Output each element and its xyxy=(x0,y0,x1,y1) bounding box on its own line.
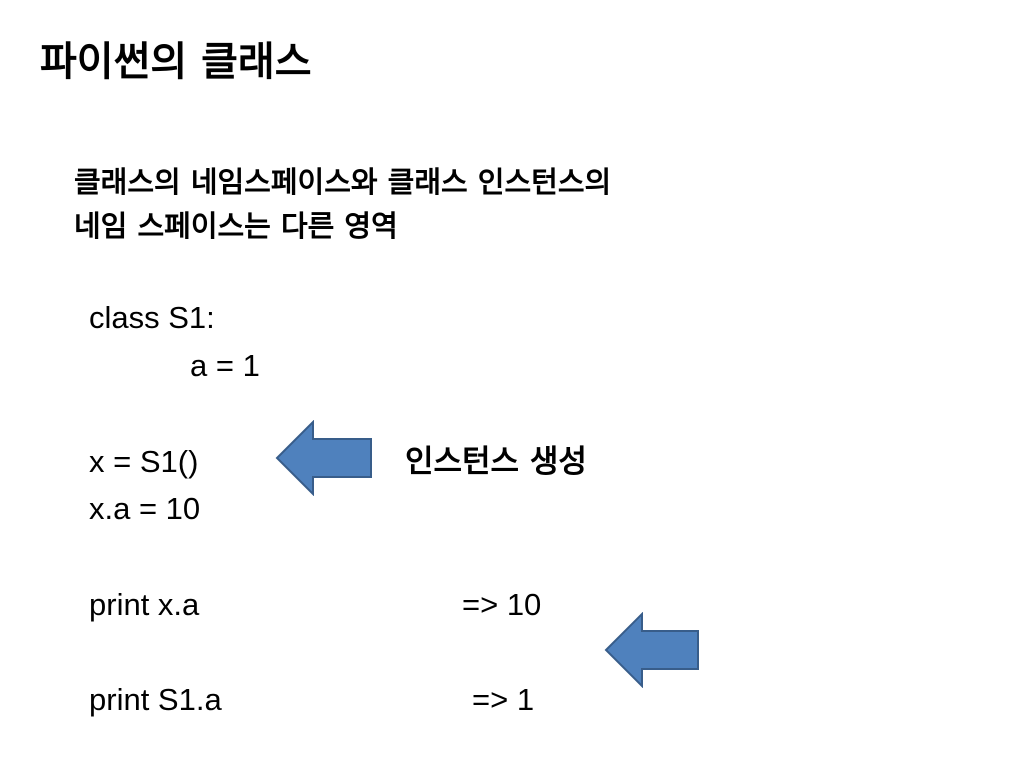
code-line-class-def: class S1: xyxy=(89,300,215,335)
code-line-print-class: print S1.a xyxy=(89,682,222,717)
code-line-print-instance: print x.a xyxy=(89,587,200,622)
code-line-set-attr: x.a = 10 xyxy=(89,491,201,526)
result-instance: => 10 xyxy=(462,587,542,622)
arrow-shape xyxy=(275,420,372,496)
left-arrow-icon xyxy=(275,420,372,496)
code-line-instantiate: x = S1() xyxy=(89,444,199,479)
code-line-assign-a: a = 1 xyxy=(190,348,260,383)
arrow-shape xyxy=(604,612,699,688)
slide-subtitle: 클래스의 네임스페이스와 클래스 인스턴스의 네임 스페이스는 다른 영역 xyxy=(74,160,611,248)
instance-creation-label: 인스턴스 생성 xyxy=(405,444,587,480)
left-arrow-icon xyxy=(604,612,699,688)
subtitle-line-1: 클래스의 네임스페이스와 클래스 인스턴스의 xyxy=(74,165,612,199)
slide-title: 파이썬의 클래스 xyxy=(40,39,312,85)
subtitle-line-2: 네임 스페이스는 다른 영역 xyxy=(74,209,398,243)
result-class: => 1 xyxy=(472,682,535,717)
